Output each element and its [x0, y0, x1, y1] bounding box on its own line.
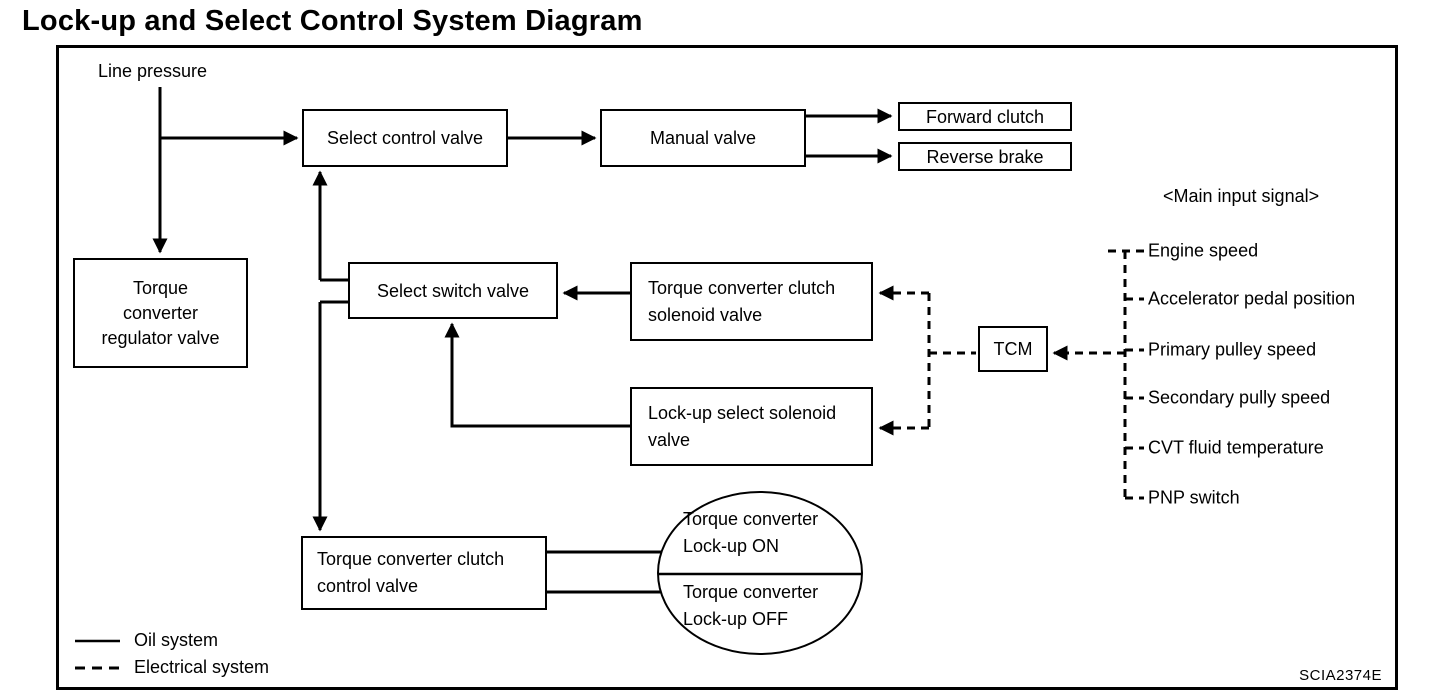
line-pressure-label: Line pressure: [98, 61, 208, 81]
figure-code: SCIA2374E: [1299, 667, 1382, 684]
select-switch-valve-box: Select switch valve: [348, 262, 558, 319]
tcm-box: TCM: [978, 326, 1048, 372]
signal-cvt-fluid-temperature: CVT fluid temperature: [1148, 437, 1324, 458]
signal-primary-pulley-speed: Primary pulley speed: [1148, 339, 1317, 360]
forward-clutch-box: Forward clutch: [898, 102, 1072, 131]
lockup-off-label: Torque converter Lock-up OFF: [683, 582, 819, 629]
reverse-brake-box: Reverse brake: [898, 142, 1072, 171]
manual-valve-box: Manual valve: [600, 109, 806, 167]
torque-converter-regulator-valve-box: Torque converter regulator valve: [73, 258, 248, 368]
torque-converter-clutch-control-valve-box: Torque converter clutch control valve: [301, 536, 547, 610]
select-control-valve-box: Select control valve: [302, 109, 508, 167]
signal-pnp-switch: PNP switch: [1148, 487, 1240, 508]
lockup-on-label: Torque converter Lock-up ON: [683, 509, 819, 556]
page-title: Lock-up and Select Control System Diagra…: [22, 5, 643, 37]
diagram-frame: [56, 45, 1398, 690]
lockup-select-solenoid-valve-box: Lock-up select solenoid valve: [630, 387, 873, 466]
signal-secondary-pully-speed: Secondary pully speed: [1148, 387, 1331, 408]
legend-oil-system-label: Oil system: [134, 630, 219, 650]
torque-converter-clutch-solenoid-valve-box: Torque converter clutch solenoid valve: [630, 262, 873, 341]
signal-engine-speed: Engine speed: [1148, 240, 1259, 261]
main-input-signal-heading: <Main input signal>: [1163, 186, 1320, 206]
lockup-select-to-select-switch-line: [444, 322, 630, 428]
signal-accelerator-pedal-position: Accelerator pedal position: [1148, 288, 1356, 309]
legend-electrical-system-label: Electrical system: [134, 657, 270, 677]
